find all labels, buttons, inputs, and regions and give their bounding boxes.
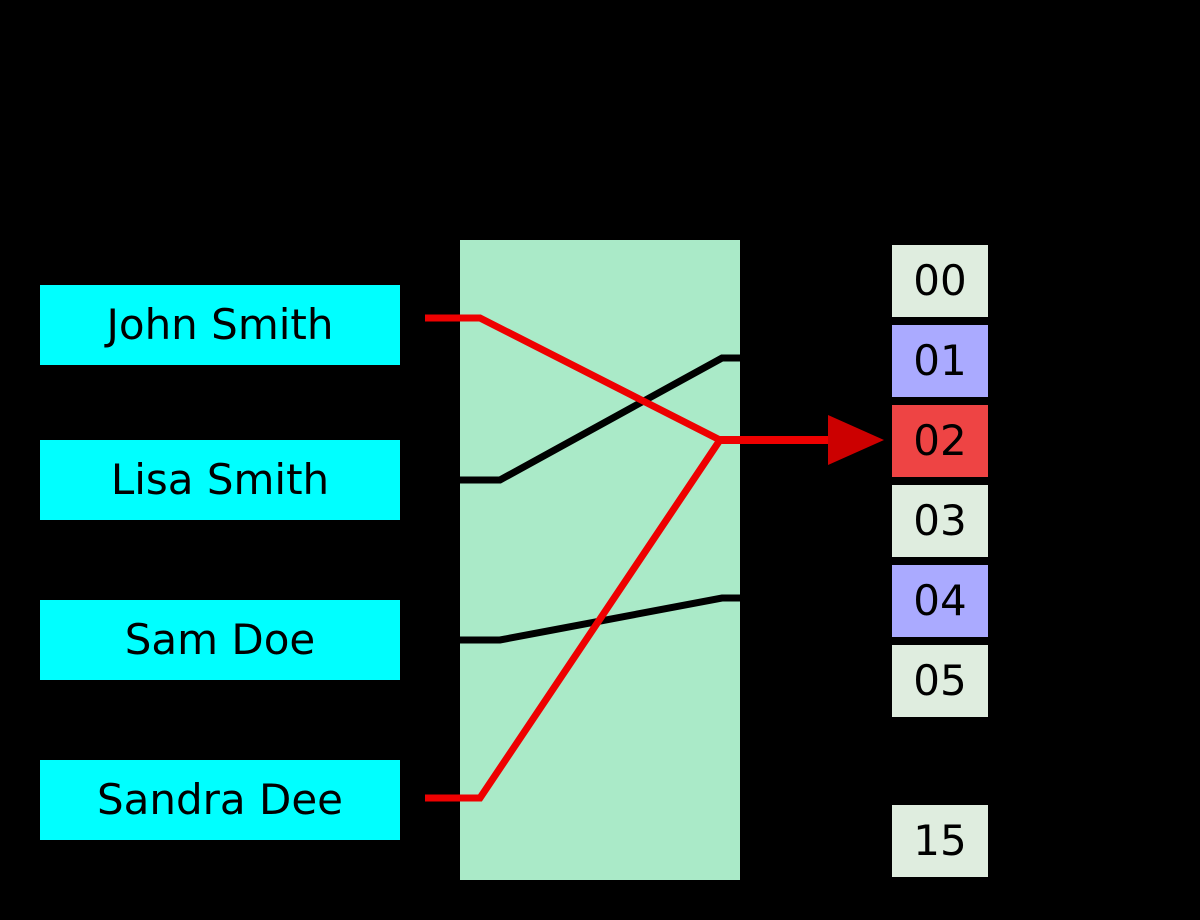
- key-label: John Smith: [106, 300, 334, 349]
- bucket-label: 05: [913, 656, 967, 705]
- bucket-label: 03: [913, 496, 967, 545]
- key-label: Sandra Dee: [96, 775, 344, 824]
- bucket-02[interactable]: 02: [892, 405, 988, 477]
- bucket-00[interactable]: 00: [892, 245, 988, 317]
- bucket-label: 02: [913, 416, 967, 465]
- key-box-john-smith[interactable]: John Smith: [40, 285, 400, 365]
- key-box-sam-doe[interactable]: Sam Doe: [40, 600, 400, 680]
- bucket-label: 00: [913, 256, 967, 305]
- bucket-label: 04: [913, 576, 967, 625]
- bucket-label: 01: [913, 336, 967, 385]
- bucket-03[interactable]: 03: [892, 485, 988, 557]
- key-box-lisa-smith[interactable]: Lisa Smith: [40, 440, 400, 520]
- key-label: Sam Doe: [124, 615, 316, 664]
- bucket-01[interactable]: 01: [892, 325, 988, 397]
- key-box-sandra-dee[interactable]: Sandra Dee: [40, 760, 400, 840]
- bucket-label: 15: [913, 816, 967, 865]
- collision-arrowhead-icon: [828, 415, 884, 465]
- bucket-05[interactable]: 05: [892, 645, 988, 717]
- hash-function-panel: [460, 240, 740, 880]
- bucket-04[interactable]: 04: [892, 565, 988, 637]
- bucket-15[interactable]: 15: [892, 805, 988, 877]
- key-label: Lisa Smith: [110, 455, 330, 504]
